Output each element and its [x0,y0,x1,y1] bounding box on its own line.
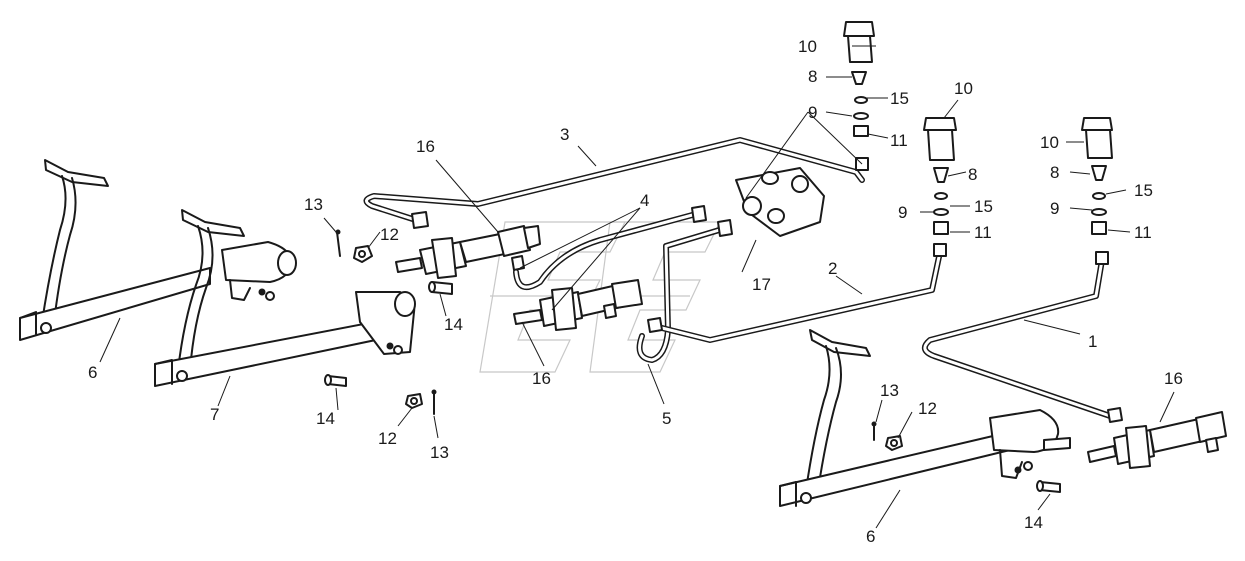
callout-6-left: 6 [88,363,97,382]
leader-lines [99,45,1175,529]
callout-14-a: 14 [444,315,463,334]
master-cylinder-right [1087,411,1227,469]
callout-16-b: 16 [532,369,551,388]
right-hardware [871,421,1061,493]
valve-block [735,167,825,237]
callout-13-c: 13 [880,381,899,400]
callout-15-c: 15 [1134,181,1153,200]
callout-6-right: 6 [866,527,875,546]
callout-16-c: 16 [1164,369,1183,388]
callout-9-c: 9 [1050,199,1059,218]
callout-12-c: 12 [918,399,937,418]
pedal-lever-left [19,159,297,341]
brake-pipes [363,137,1123,423]
left-hardware [324,229,453,415]
callout-5: 5 [662,409,671,428]
callout-14-c: 14 [1024,513,1043,532]
callout-11-b: 11 [974,223,992,242]
callout-8-b: 8 [968,165,977,184]
reservoir-stack-3 [1081,117,1113,235]
callout-7: 7 [210,405,219,424]
callout-1: 1 [1088,332,1097,351]
reservoir-stack-2 [923,117,957,235]
reservoir-stack-1 [843,21,875,137]
callout-17: 17 [752,275,771,294]
master-cylinder-lower [513,279,643,331]
callout-16-a: 16 [416,137,435,156]
callout-13-a: 13 [304,195,323,214]
callout-9-a: 9 [808,103,817,122]
callout-12-b: 12 [378,429,397,448]
callout-11-a: 11 [890,131,908,150]
callout-2: 2 [828,259,837,278]
callout-8-c: 8 [1050,163,1059,182]
callout-15-a: 15 [890,89,909,108]
callout-10-b: 10 [954,79,973,98]
callout-8-a: 8 [808,67,817,86]
callout-4: 4 [640,191,649,210]
callout-12-a: 12 [380,225,399,244]
callout-11-c: 11 [1134,223,1152,242]
callout-labels: 1 2 3 4 5 6 6 7 8 8 8 9 9 9 10 10 10 11 … [88,37,1183,546]
callout-15-b: 15 [974,197,993,216]
pedal-lever-right [779,329,1071,507]
pedal-lever-second [154,209,416,387]
callout-10-c: 10 [1040,133,1059,152]
callout-9-b: 9 [898,203,907,222]
callout-14-b: 14 [316,409,335,428]
callout-10-a: 10 [798,37,817,56]
master-cylinder-upper [395,225,541,279]
callout-3: 3 [560,125,569,144]
callout-13-b: 13 [430,443,449,462]
